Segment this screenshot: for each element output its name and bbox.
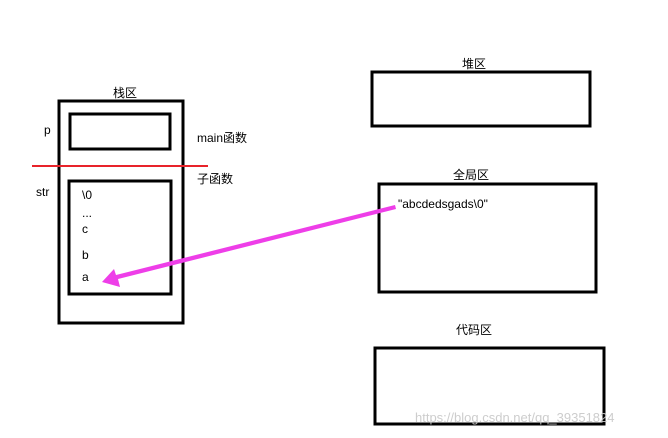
cell-a: a bbox=[82, 270, 89, 284]
code-title: 代码区 bbox=[456, 323, 493, 337]
string-literal: "abcdedsgads\0" bbox=[398, 197, 488, 211]
main-frame-box bbox=[68, 112, 172, 151]
watermark: https://blog.csdn.net/qq_39351824 bbox=[415, 410, 615, 425]
var-p-label: p bbox=[44, 123, 51, 137]
stack-region-box bbox=[57, 99, 185, 325]
pointer-arrow bbox=[102, 205, 396, 287]
heap-title: 堆区 bbox=[462, 57, 487, 71]
cell-c: c bbox=[82, 222, 88, 236]
code-region-box bbox=[373, 346, 606, 426]
cell-ellipsis: ... bbox=[82, 206, 93, 220]
main-function-label: main函数 bbox=[197, 131, 248, 145]
var-str-label: str bbox=[36, 185, 50, 199]
cell-null: \0 bbox=[82, 188, 93, 202]
heap-region-box bbox=[370, 70, 592, 128]
cell-b: b bbox=[82, 248, 89, 262]
global-title: 全局区 bbox=[453, 168, 490, 182]
stack-title: 栈区 bbox=[113, 86, 138, 100]
global-region-box bbox=[377, 182, 598, 294]
sub-function-label: 子函数 bbox=[197, 172, 234, 186]
str-array-box bbox=[67, 179, 173, 296]
